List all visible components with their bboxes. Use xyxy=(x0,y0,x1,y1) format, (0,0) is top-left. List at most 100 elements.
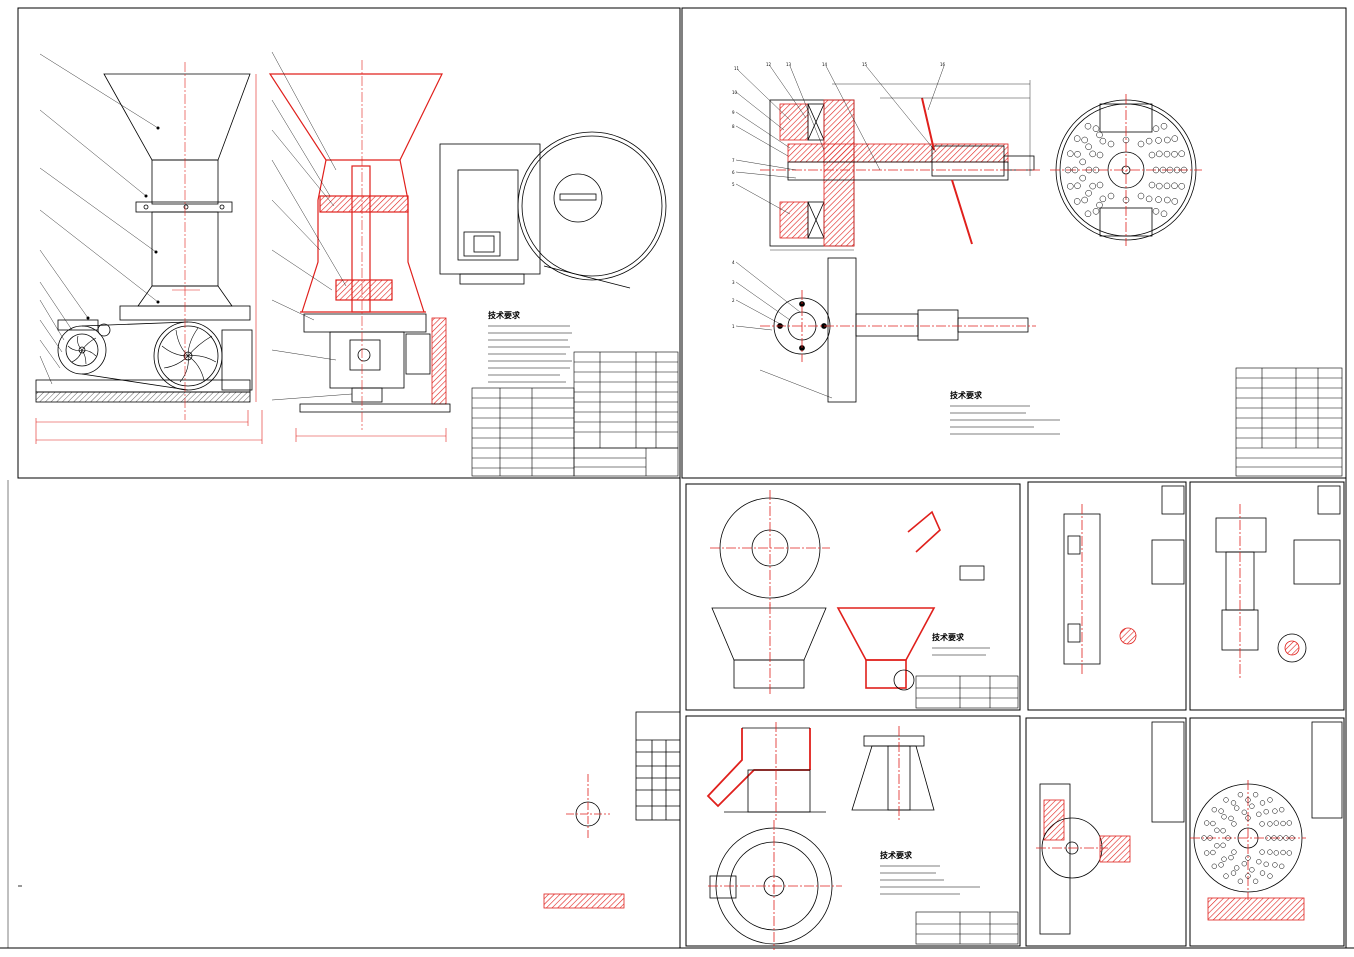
die-hole xyxy=(1137,192,1145,200)
ring-die-hole xyxy=(1259,821,1265,827)
die-hole xyxy=(1180,166,1188,174)
die-hole xyxy=(1152,208,1160,215)
front-view-dimensions xyxy=(35,62,263,444)
ring-die-hole xyxy=(1249,803,1255,809)
part-number-label: 6 xyxy=(732,170,735,175)
ring-die-hole xyxy=(1280,849,1286,856)
ring-die-hole xyxy=(1201,835,1207,841)
ring-die-hole xyxy=(1223,797,1229,803)
ring-die-hole xyxy=(1267,797,1273,803)
ring-die-hole xyxy=(1204,820,1210,826)
die-hole xyxy=(1079,158,1086,166)
die-hole xyxy=(1073,135,1081,142)
ring-die-hole xyxy=(1223,873,1229,879)
die-hole xyxy=(1164,196,1171,204)
part-number-label: 15 xyxy=(862,62,868,67)
ring-die-hole xyxy=(1234,805,1240,811)
die-hole xyxy=(1155,196,1162,203)
die-hole xyxy=(1099,195,1107,203)
ring-die-hole xyxy=(1210,849,1216,856)
ring-die-hole xyxy=(1220,828,1226,834)
tech-requirements-heading-2: 技术要求 xyxy=(950,390,983,400)
spindle-plan-view xyxy=(760,257,1036,403)
die-hole xyxy=(1164,136,1171,144)
die-hole xyxy=(1092,166,1100,174)
die-hole xyxy=(1085,166,1093,174)
detail-sheet-frames xyxy=(685,481,1345,947)
part-number-label: 16 xyxy=(940,62,946,67)
spindle-plan-leaders xyxy=(735,261,833,399)
ring-die-hole xyxy=(1214,843,1220,849)
tech-requirements-sheet1: 技术要求 xyxy=(488,310,572,383)
ring-die-hole xyxy=(1259,870,1266,876)
ring-die-hole xyxy=(1259,849,1265,855)
part-number-label: 9 xyxy=(732,110,735,115)
die-hole xyxy=(1085,143,1092,151)
die-hole xyxy=(1071,166,1079,174)
die-hole xyxy=(1107,140,1115,148)
ring-die-hole xyxy=(1211,863,1217,869)
ring-die-hole xyxy=(1245,797,1251,803)
tech-requirements-sheet2: 技术要求 xyxy=(950,390,1060,435)
die-hole xyxy=(1160,210,1168,218)
die-hole xyxy=(1096,151,1104,159)
detail-ring-die xyxy=(1190,721,1343,921)
die-hole xyxy=(1085,189,1092,197)
part-number-label: 7 xyxy=(732,158,735,163)
ring-die-hole xyxy=(1265,835,1271,841)
die-hole xyxy=(1178,150,1185,157)
part-number-label: 3 xyxy=(732,280,735,285)
side-view-dimensions xyxy=(295,60,447,442)
ring-die-hole xyxy=(1245,815,1251,821)
ring-die-hole xyxy=(1207,835,1213,841)
part-number-label: 5 xyxy=(732,182,735,187)
ring-die-hole xyxy=(1267,821,1273,827)
ring-die-hole xyxy=(1241,809,1247,815)
ring-die-hole xyxy=(1237,878,1244,884)
die-hole xyxy=(1152,166,1160,174)
die-hole xyxy=(1178,183,1185,190)
die-hole xyxy=(1152,125,1160,132)
ring-die-hole xyxy=(1286,850,1292,856)
ring-die-hole xyxy=(1245,855,1251,861)
front-view-machine xyxy=(35,73,253,403)
detail-shaft-1 xyxy=(1063,485,1185,676)
detail-feeder xyxy=(706,722,935,950)
ring-die-hole xyxy=(1214,827,1220,833)
parts-list-sheet1 xyxy=(471,351,679,477)
side-view-body xyxy=(299,313,451,413)
ring-die-hole xyxy=(1245,873,1251,879)
ring-die-holes xyxy=(1201,792,1295,884)
spindle-dimensions xyxy=(770,80,1031,251)
ring-die-hole xyxy=(1263,809,1269,815)
ring-die-hole xyxy=(1277,835,1283,841)
ring-die-hole xyxy=(1273,850,1279,856)
die-hole xyxy=(1074,182,1081,190)
ring-die-hole xyxy=(1228,854,1234,861)
ring-die-hole xyxy=(1280,820,1286,827)
die-hole xyxy=(1145,137,1153,145)
ring-die-hole xyxy=(1218,808,1224,814)
ring-die-hole xyxy=(1271,835,1277,841)
side-view-leaders xyxy=(271,51,353,401)
die-hole xyxy=(1067,183,1074,190)
detail-shaft-2 xyxy=(1215,485,1341,680)
die-hole xyxy=(1171,182,1178,190)
die-hole xyxy=(1099,137,1107,145)
ring-die-hole xyxy=(1211,807,1217,813)
ring-die-hole xyxy=(1210,820,1216,827)
die-hole xyxy=(1155,137,1162,144)
ring-die-hole xyxy=(1230,870,1237,876)
part-number-label: 14 xyxy=(822,62,828,67)
ring-die-hole xyxy=(1289,835,1295,841)
ring-die-hole xyxy=(1256,859,1262,865)
ring-die-hole xyxy=(1279,863,1285,869)
spindle-section-view xyxy=(760,97,1040,247)
sheet-borders xyxy=(0,7,1354,949)
die-hole xyxy=(1122,196,1130,204)
ring-die-hole xyxy=(1221,814,1227,820)
ring-die-hole xyxy=(1252,878,1259,884)
die-hole xyxy=(1074,150,1081,158)
